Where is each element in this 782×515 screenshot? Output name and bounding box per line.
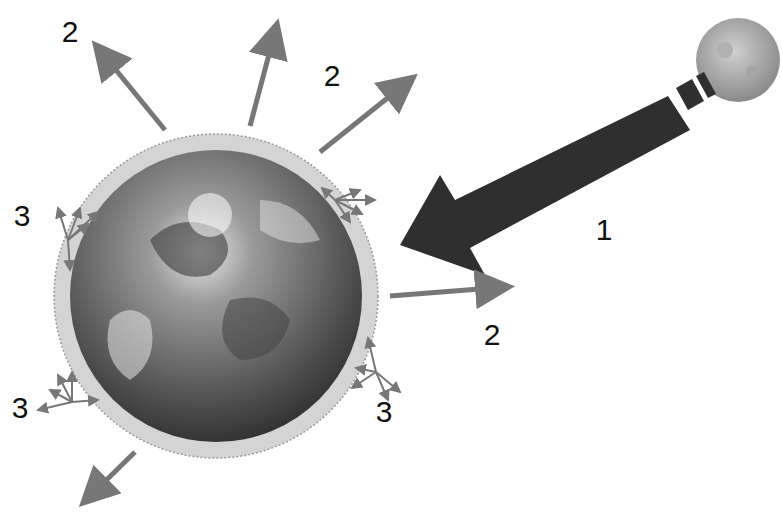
callout-number: 2	[484, 320, 501, 350]
callout-number: 3	[376, 397, 393, 427]
callout-number: 3	[12, 393, 29, 423]
callout-number: 1	[596, 215, 613, 245]
callout-number: 2	[62, 17, 79, 47]
callout-number: 2	[324, 61, 341, 91]
callout-number: 3	[14, 201, 31, 231]
